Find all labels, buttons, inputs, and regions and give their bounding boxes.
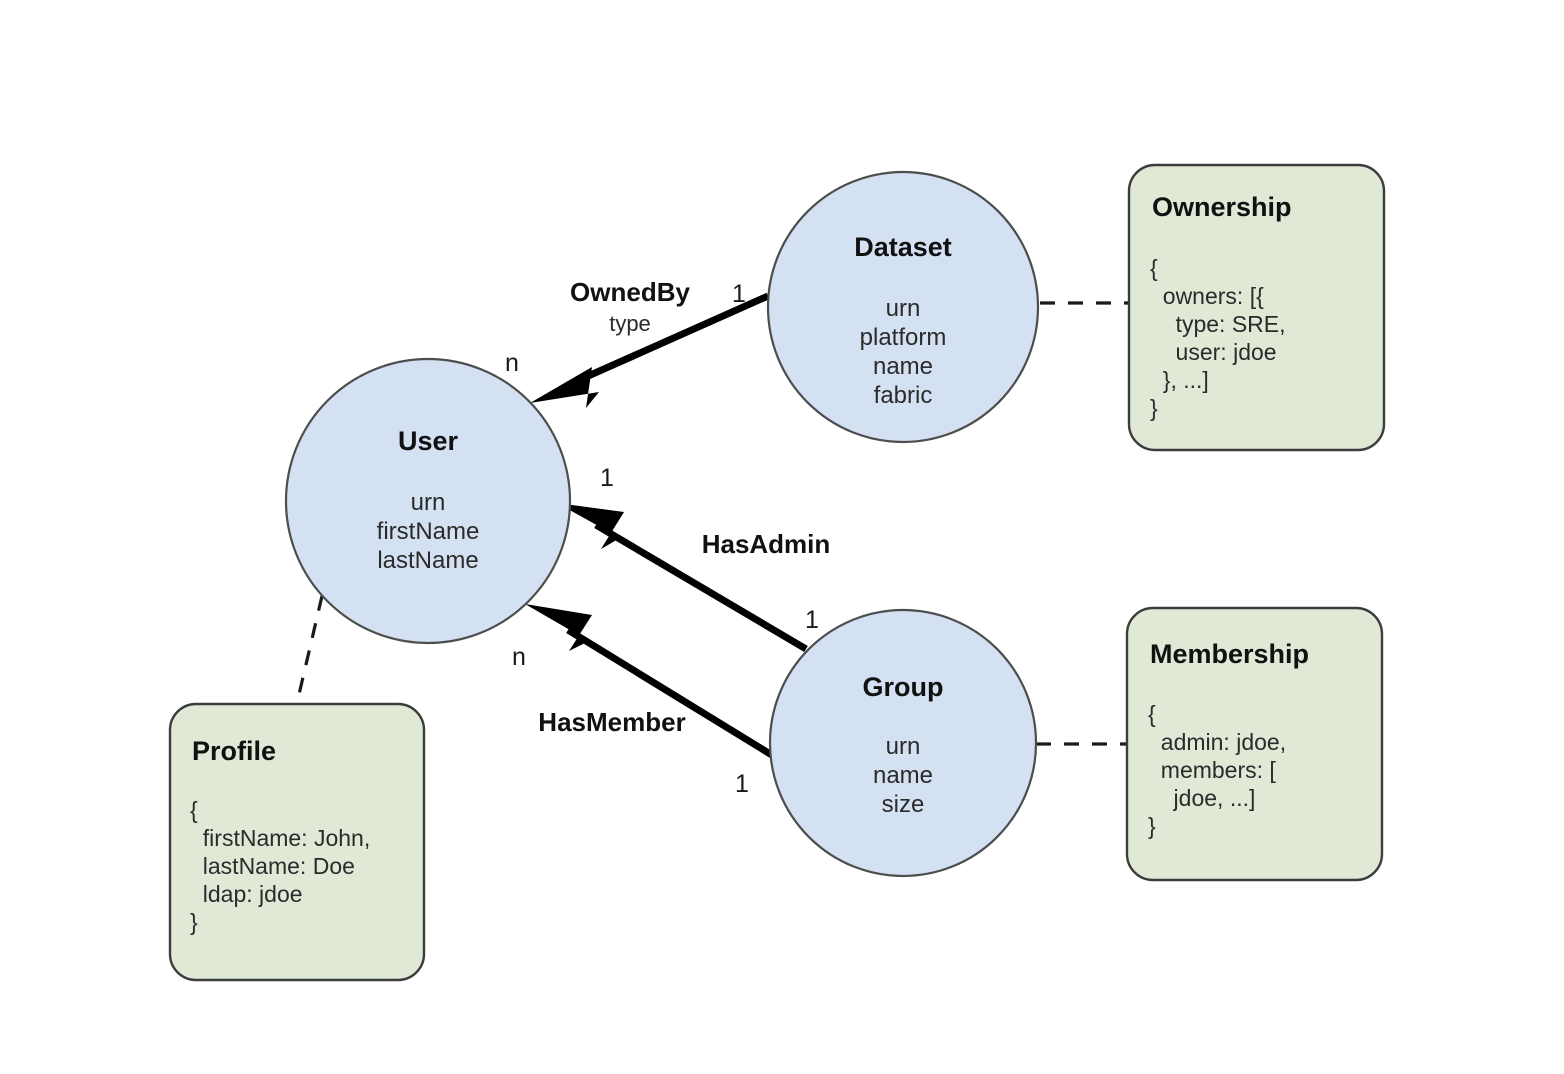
- aspect-profile-line-4: }: [190, 909, 198, 935]
- relationship-label-owned-by: OwnedBy type 1 n: [505, 277, 746, 377]
- entity-user[interactable]: User urn firstName lastName: [284, 357, 572, 645]
- aspect-ownership-box: [1127, 163, 1386, 452]
- has-member-cardinality-target: n: [512, 643, 526, 671]
- relationship-label-has-member: HasMember n 1: [512, 643, 749, 798]
- aspect-membership-line-1: admin: jdoe,: [1148, 729, 1286, 755]
- entity-dataset[interactable]: Dataset urn platform name fabric: [766, 170, 1040, 444]
- edge-has-member: [566, 627, 782, 763]
- owned-by-sublabel: type: [609, 311, 651, 336]
- arrowhead-has-member: [525, 604, 592, 651]
- entity-dataset-field-fabric: fabric: [874, 382, 933, 409]
- aspect-profile-line-3: ldap: jdoe: [190, 881, 303, 907]
- aspect-ownership-line-1: owners: [{: [1150, 283, 1264, 309]
- entity-dataset-field-platform: platform: [860, 324, 947, 351]
- aspect-ownership-line-0: {: [1150, 255, 1158, 281]
- has-admin-label: HasAdmin: [702, 529, 831, 559]
- has-member-label: HasMember: [538, 707, 685, 737]
- has-member-cardinality-source: 1: [735, 770, 749, 798]
- aspect-membership-line-2: members: [: [1148, 757, 1276, 783]
- entity-group[interactable]: Group urn name size: [768, 608, 1038, 878]
- entity-user-field-urn: urn: [411, 489, 446, 516]
- edge-has-admin: [594, 521, 808, 653]
- aspect-membership-line-0: {: [1148, 701, 1156, 727]
- arrowhead-owned-by: [530, 367, 599, 408]
- entity-dataset-field-name: name: [873, 353, 933, 380]
- aspect-profile-box: [168, 702, 426, 982]
- owned-by-cardinality-target: n: [505, 349, 519, 377]
- aspect-membership-line-3: jdoe, ...]: [1148, 785, 1255, 811]
- dashed-connector-user-profile: [295, 595, 324, 704]
- entity-group-field-name: name: [873, 762, 933, 789]
- aspect-profile-line-2: lastName: Doe: [190, 853, 355, 879]
- aspect-membership-title: Membership: [1150, 639, 1309, 669]
- entity-dataset-field-urn: urn: [886, 295, 921, 322]
- owned-by-cardinality-source: 1: [732, 280, 746, 308]
- aspect-ownership[interactable]: Ownership { owners: [{ type: SRE, user: …: [1127, 163, 1386, 452]
- entity-group-circle: [768, 608, 1038, 878]
- entity-user-field-lastname: lastName: [377, 547, 478, 574]
- entity-user-circle: [284, 357, 572, 645]
- entity-group-title: Group: [863, 672, 944, 702]
- aspect-membership[interactable]: Membership { admin: jdoe, members: [ jdo…: [1125, 606, 1384, 882]
- entity-user-title: User: [398, 426, 459, 456]
- owned-by-label: OwnedBy: [570, 277, 690, 307]
- aspect-profile-line-0: {: [190, 797, 198, 823]
- aspect-profile[interactable]: Profile { firstName: John, lastName: Doe…: [168, 702, 426, 982]
- has-admin-cardinality-target: 1: [600, 464, 614, 492]
- aspect-membership-box: [1125, 606, 1384, 882]
- entity-dataset-circle: [766, 170, 1040, 444]
- aspect-ownership-line-3: user: jdoe: [1150, 339, 1277, 365]
- aspect-profile-line-1: firstName: John,: [190, 825, 370, 851]
- entity-user-field-firstname: firstName: [377, 518, 480, 545]
- has-admin-cardinality-source: 1: [805, 606, 819, 634]
- aspect-ownership-line-2: type: SRE,: [1150, 311, 1286, 337]
- arrowhead-has-admin: [557, 503, 624, 549]
- edge-owned-by: [566, 292, 770, 389]
- entity-group-field-urn: urn: [886, 733, 921, 760]
- relationship-label-has-admin: HasAdmin 1 1: [600, 464, 830, 634]
- entity-dataset-title: Dataset: [854, 232, 952, 262]
- aspect-profile-title: Profile: [192, 736, 276, 766]
- aspect-ownership-line-4: }, ...]: [1150, 367, 1209, 393]
- aspect-ownership-line-5: }: [1150, 395, 1158, 421]
- entity-group-field-size: size: [882, 791, 925, 818]
- aspect-membership-line-4: }: [1148, 813, 1156, 839]
- aspect-ownership-title: Ownership: [1152, 192, 1292, 222]
